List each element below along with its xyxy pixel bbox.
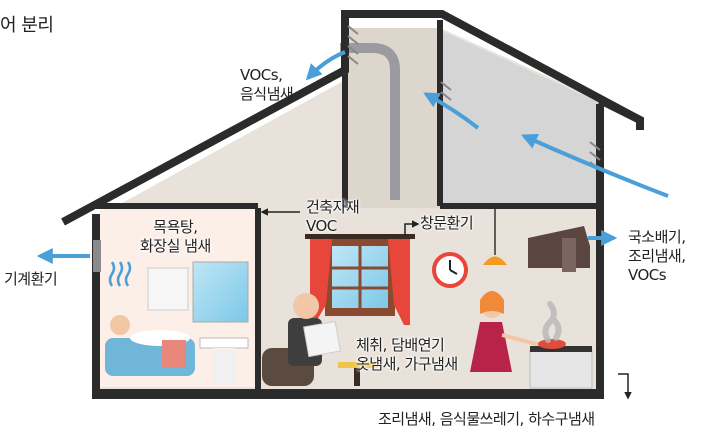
stovetop (530, 346, 592, 352)
pointer-drain (618, 373, 632, 400)
label-mechanical-vent: 기계환기 (4, 270, 58, 288)
label-bathroom-line1: 목욕탕, (153, 218, 198, 236)
label-kitchen-drain: 조리냄새, 음식물쓰레기, 하수구냄새 (378, 410, 595, 428)
bathroom-window (192, 261, 249, 323)
title-fragment: 어 분리 (0, 15, 54, 36)
arrow-attic-in (423, 92, 480, 130)
man-head (293, 293, 319, 319)
arrow-vocs-out (305, 50, 346, 81)
label-building-material-line1: 건축자재 (306, 198, 360, 216)
label-building-material: 건축자재 VOC (306, 198, 360, 236)
curtain-rod (305, 234, 415, 239)
label-window-vent: 창문환기 (420, 214, 474, 232)
label-living-line2: 옷냄새, 가구냄새 (356, 355, 458, 373)
label-bathroom: 목욕탕, 화장실 냄새 (140, 218, 211, 256)
side-table-leg (354, 368, 360, 386)
arrow-right-in (521, 133, 669, 198)
label-living: 체취, 담배연기 옷냄새, 가구냄새 (356, 336, 458, 374)
label-vocs-cooking-line2: 음식냄새 (240, 85, 294, 103)
frying-pan (538, 339, 566, 349)
label-vocs-cooking: VOCs, 음식냄새 (240, 66, 294, 104)
woman-arm (501, 333, 541, 347)
clock-hands (449, 260, 458, 275)
bathing-person-head (110, 315, 130, 335)
hood-duct (562, 238, 576, 272)
label-living-line1: 체취, 담배연기 (356, 336, 445, 354)
pendant-lamp-icon (483, 256, 507, 265)
duct-pipe (340, 43, 400, 200)
steam-icon (108, 261, 132, 287)
curtain-right (388, 239, 410, 325)
washbasin-stand (213, 348, 235, 384)
bath-towel (162, 340, 186, 368)
stove (529, 349, 593, 389)
attic-room (440, 30, 598, 205)
label-hood: 국소배기, 조리냄새, VOCs (628, 228, 686, 285)
bath-exhaust-fan (93, 240, 101, 272)
label-bathroom-line2: 화장실 냄새 (140, 237, 211, 255)
side-table (338, 362, 378, 368)
smoke-icon (542, 301, 562, 343)
window-frame (332, 246, 388, 308)
vent-grille-duct (347, 25, 359, 65)
label-building-material-line2: VOC (306, 217, 337, 235)
right-eave (598, 96, 644, 130)
newspaper (303, 320, 341, 358)
bathroom-mirror (147, 267, 189, 311)
woman-dress (470, 322, 512, 372)
label-hood-line3: VOCs (628, 266, 667, 284)
label-hood-line1: 국소배기, (628, 228, 686, 246)
label-vocs-cooking-line1: VOCs, (240, 66, 283, 84)
washbasin (199, 337, 249, 349)
woman-hair (480, 291, 504, 314)
label-hood-line2: 조리냄새, (628, 247, 686, 265)
house-outline (61, 10, 642, 226)
pointer-window (404, 220, 420, 236)
